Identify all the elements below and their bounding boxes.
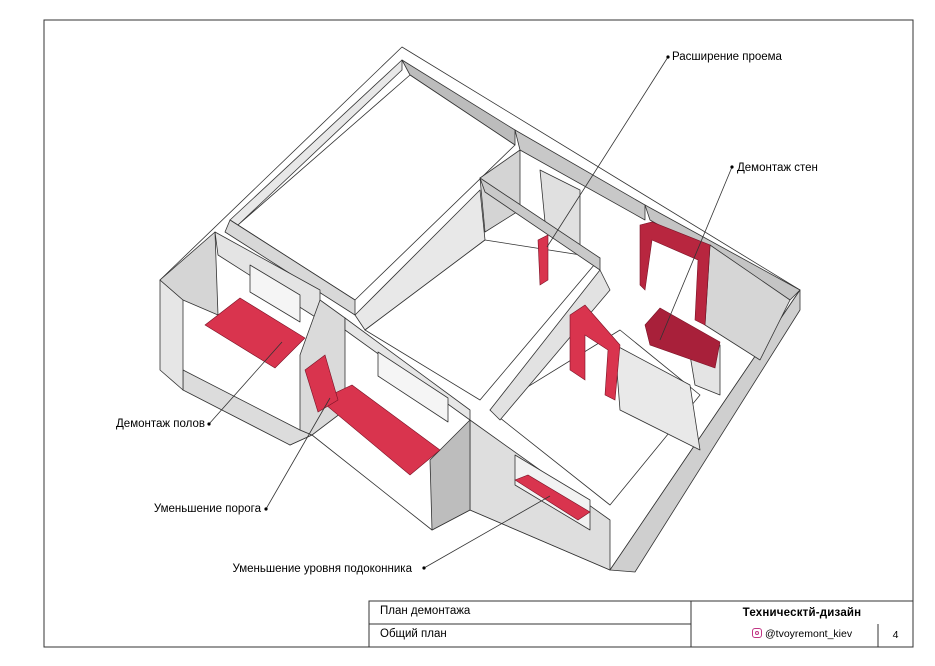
page-number: 4: [892, 629, 899, 641]
leader-floor-demolition: [208, 341, 283, 425]
sheet-title: План демонтажа: [380, 605, 471, 617]
demolished-opening-jamb: [537, 234, 549, 286]
leader-wall-demolition: [659, 166, 733, 341]
demolished-wall-1: [569, 304, 621, 401]
label-wall-demolition: Демонтаж стен: [737, 162, 818, 174]
demolished-threshold: [304, 354, 339, 413]
leader-threshold: [265, 397, 331, 510]
instagram-credit: @tvoyremont_kiev: [752, 628, 852, 640]
callout-dots: [207, 55, 734, 570]
label-floor-demolition: Демонтаж полов: [116, 418, 205, 430]
label-expand-opening: Расширение проема: [672, 51, 783, 63]
middle-room-wall-back: [514, 129, 646, 221]
demolished-wall-3: [644, 307, 721, 369]
right-room-wall-left: [489, 269, 611, 421]
label-threshold-reduction: Уменьшение порога: [154, 503, 262, 515]
demolished-wall-2: [639, 221, 711, 326]
title-block: [368, 600, 914, 648]
callout-dot: [264, 507, 268, 511]
sheet-subtitle: Общий план: [380, 628, 447, 640]
instagram-handle: @tvoyremont_kiev: [765, 628, 853, 640]
left-window-box: [249, 264, 301, 323]
label-sill-reduction: Уменьшение уровня подоконника: [232, 563, 412, 575]
callout-dot: [207, 422, 211, 426]
callout-dot: [666, 55, 670, 59]
instagram-icon: [752, 628, 762, 638]
callout-dot: [422, 566, 426, 570]
company-name: Техническтй-дизайн: [742, 607, 862, 619]
isometric-model: [159, 46, 801, 573]
callout-leaders: [208, 56, 733, 569]
outer-wall-front-mid: [429, 419, 471, 531]
demolished-sill: [514, 474, 591, 521]
front-window-box: [377, 351, 449, 423]
outer-wall-right: [609, 289, 801, 573]
callout-dot: [730, 165, 734, 169]
demolition-elements: [204, 221, 721, 521]
demolished-floor-front: [319, 384, 441, 476]
leader-expand-opening: [546, 56, 669, 248]
demolished-floor-left: [204, 297, 306, 369]
right-room-partition: [614, 344, 701, 451]
leader-sill: [423, 495, 551, 569]
